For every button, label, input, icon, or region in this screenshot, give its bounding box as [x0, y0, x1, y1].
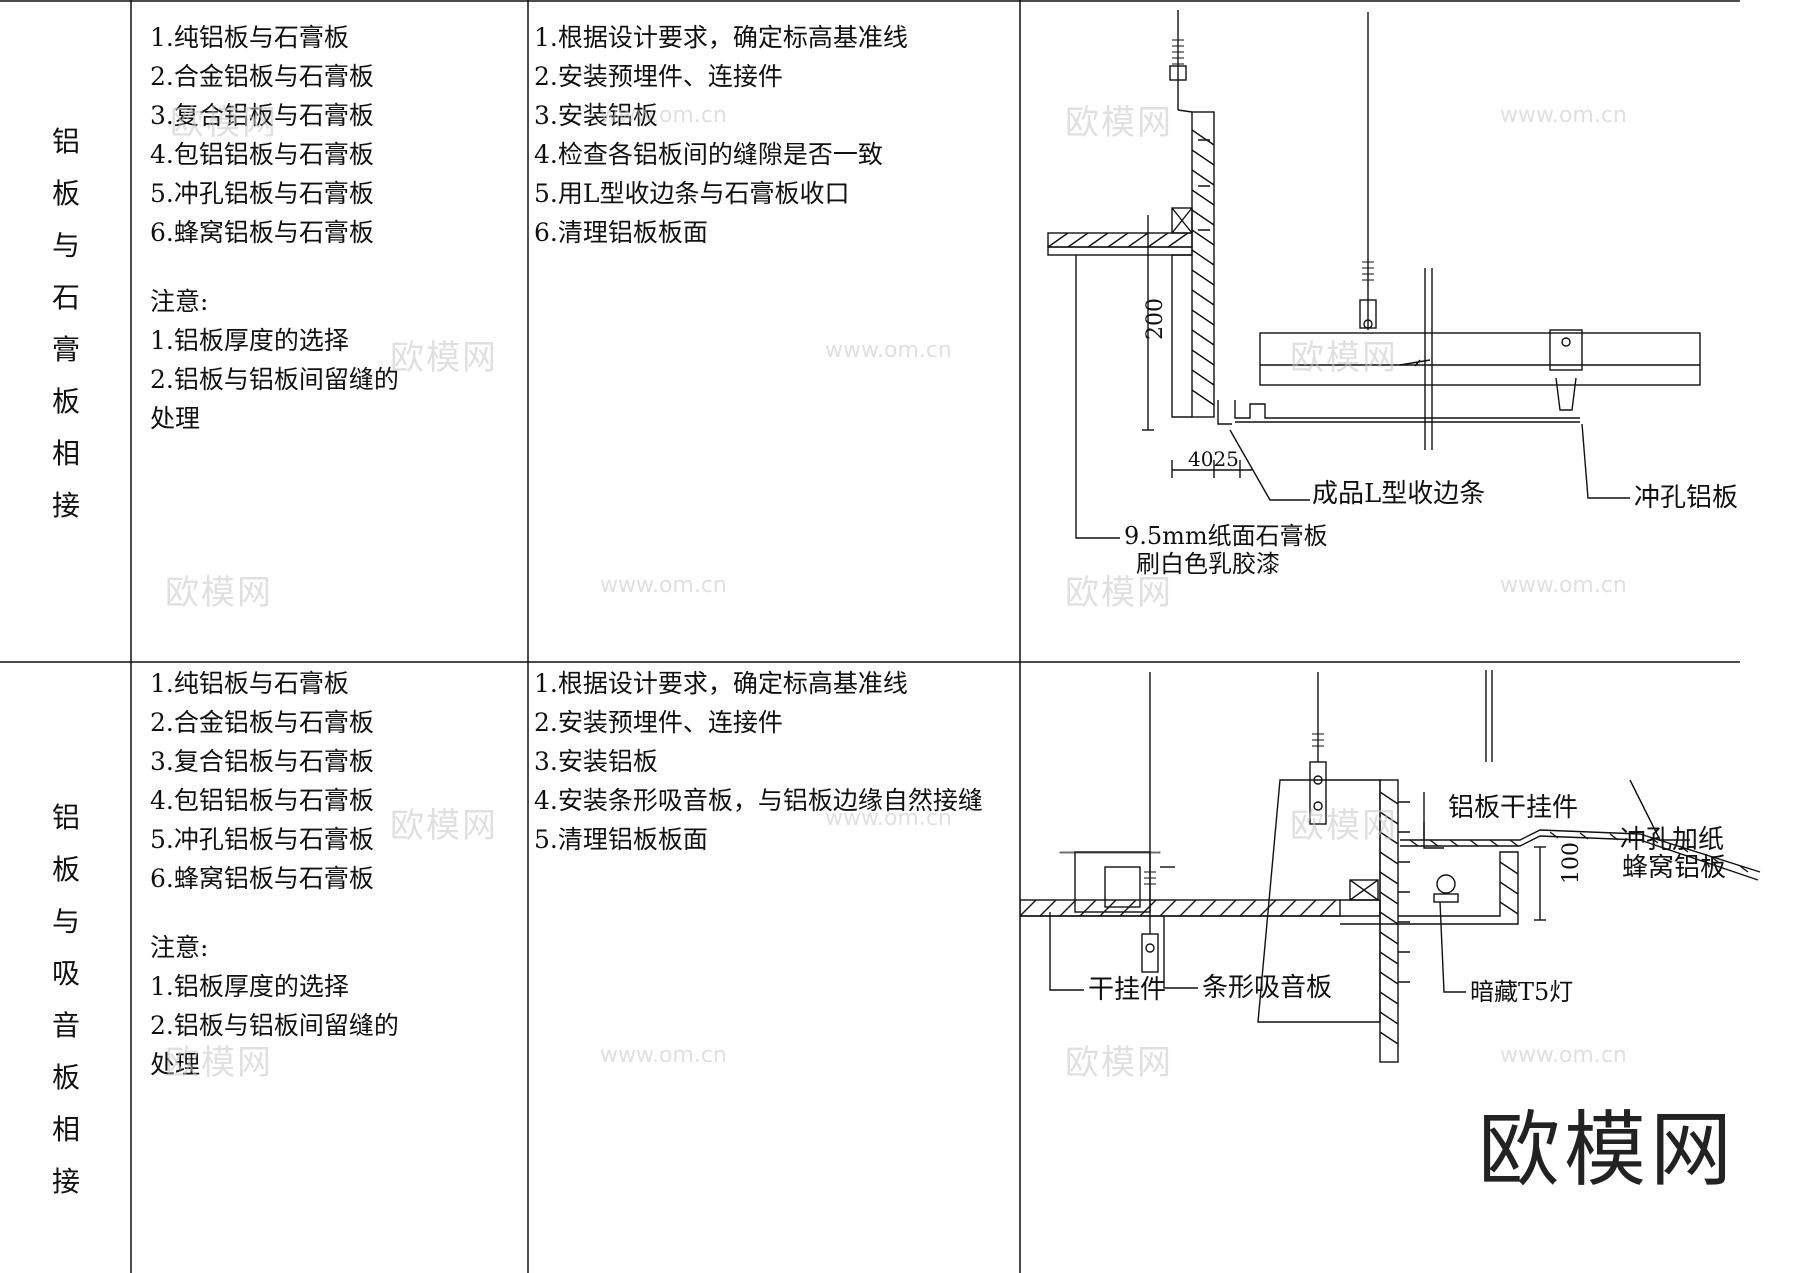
row2-title-char: 板: [51, 1061, 80, 1094]
row1-material-item: 2.合金铝板与石膏板: [150, 62, 374, 91]
row2-title-char: 板: [51, 853, 80, 886]
row2-materials: 1.纯铝板与石膏板 2.合金铝板与石膏板 3.复合铝板与石膏板 4.包铝铝板与石…: [150, 664, 520, 1084]
row2-steps: 1.根据设计要求，确定标高基准线 2.安装预埋件、连接件 3.安装铝板 4.安装…: [534, 664, 1014, 859]
row2-material-item: 2.合金铝板与石膏板: [150, 708, 374, 737]
row1-material-item: 4.包铝铝板与石膏板: [150, 140, 374, 169]
row1-title-char: 石: [51, 281, 80, 314]
row1-label-gypsum-2: 刷白色乳胶漆: [1136, 550, 1280, 578]
row1-material-item: 3.复合铝板与石膏板: [150, 101, 374, 130]
row2-title-char: 与: [51, 905, 80, 938]
row2-note-item: 1.铝板厚度的选择: [150, 972, 349, 1001]
row2-material-item: 5.冲孔铝板与石膏板: [150, 825, 374, 854]
row1-dim-200: 200: [1143, 298, 1168, 340]
row1-note-item: 1.铝板厚度的选择: [150, 326, 349, 355]
row2-title-char: 相: [51, 1113, 80, 1146]
row1-title-char: 相: [51, 437, 80, 470]
row1-title-char: 板: [51, 177, 80, 210]
row1-steps: 1.根据设计要求，确定标高基准线 2.安装预埋件、连接件 3.安装铝板 4.检查…: [534, 18, 1014, 252]
row2-label-strip-board: 条形吸音板: [1202, 973, 1332, 1003]
row2-step-item: 4.安装条形吸音板，与铝板边缘自然接缝: [534, 786, 983, 815]
row1-step-item: 3.安装铝板: [534, 101, 658, 130]
row1-materials: 1.纯铝板与石膏板 2.合金铝板与石膏板 3.复合铝板与石膏板 4.包铝铝板与石…: [150, 18, 520, 438]
row1-label-edge-strip: 成品L型收边条: [1312, 479, 1485, 509]
row1-title-char: 膏: [51, 333, 80, 366]
row1-title-char: 与: [51, 229, 80, 262]
row2-title-char: 铝: [51, 801, 80, 834]
row1-label-gypsum-1: 9.5mm纸面石膏板: [1124, 522, 1328, 550]
row2-step-item: 2.安装预埋件、连接件: [534, 708, 783, 737]
row1-title: 铝 板 与 石 膏 板 相 接: [38, 116, 94, 532]
row1-note-item: 2.铝板与铝板间留缝的: [150, 365, 399, 394]
row1-step-item: 2.安装预埋件、连接件: [534, 62, 783, 91]
row2-material-item: 4.包铝铝板与石膏板: [150, 786, 374, 815]
row2-note-item: 2.铝板与铝板间留缝的: [150, 1011, 399, 1040]
row1-step-item: 4.检查各铝板间的缝隙是否一致: [534, 140, 883, 169]
row1-title-char: 接: [51, 489, 80, 522]
site-logo: 欧模网: [1478, 1103, 1737, 1198]
row2-material-item: 1.纯铝板与石膏板: [150, 669, 349, 698]
row2-title-char: 音: [51, 1009, 80, 1042]
row2-step-item: 5.清理铝板板面: [534, 825, 708, 854]
row1-step-item: 6.清理铝板板面: [534, 218, 708, 247]
row1-material-item: 1.纯铝板与石膏板: [150, 23, 349, 52]
row2-title-char: 吸: [51, 957, 80, 990]
row1-step-item: 1.根据设计要求，确定标高基准线: [534, 23, 908, 52]
row2-section-drawing: 铝板干挂件 冲孔加纸 蜂窝铝板 100 干挂件 条形吸音板 暗藏T5灯: [1020, 670, 1761, 1063]
row2-dim-100: 100: [1559, 842, 1584, 884]
row2-label-dry-hang-alu: 铝板干挂件: [1448, 793, 1578, 823]
row1-title-char: 板: [51, 385, 80, 418]
row2-label-honeycomb-2: 蜂窝铝板: [1622, 853, 1726, 883]
row2-step-item: 3.安装铝板: [534, 747, 658, 776]
row2-material-item: 3.复合铝板与石膏板: [150, 747, 374, 776]
row2-note-item: 处理: [150, 1050, 201, 1079]
row2-step-item: 1.根据设计要求，确定标高基准线: [534, 669, 908, 698]
row2-material-item: 6.蜂窝铝板与石膏板: [150, 864, 374, 893]
row1-note-item: 处理: [150, 404, 201, 433]
row1-material-item: 6.蜂窝铝板与石膏板: [150, 218, 374, 247]
row1-note-title: 注意:: [150, 287, 209, 316]
row2-label-honeycomb-1: 冲孔加纸: [1620, 825, 1724, 855]
row2-title: 铝 板 与 吸 音 板 相 接: [38, 792, 94, 1208]
row1-section-drawing: 200 4025 成品L型收边条 冲孔铝板 9.5mm纸面石膏板 刷白色乳胶漆: [1047, 10, 1738, 578]
row2-note-title: 注意:: [150, 933, 209, 962]
row2-title-char: 接: [51, 1165, 80, 1198]
row1-label-perforated: 冲孔铝板: [1634, 483, 1738, 513]
row1-title-char: 铝: [51, 125, 80, 158]
row2-label-t-keel: 暗藏T5灯: [1470, 978, 1573, 1006]
row1-step-item: 5.用L型收边条与石膏板收口: [534, 179, 850, 208]
row2-label-dry-hang: 干挂件: [1088, 975, 1166, 1005]
row1-material-item: 5.冲孔铝板与石膏板: [150, 179, 374, 208]
row1-dim-4025: 4025: [1188, 447, 1239, 471]
